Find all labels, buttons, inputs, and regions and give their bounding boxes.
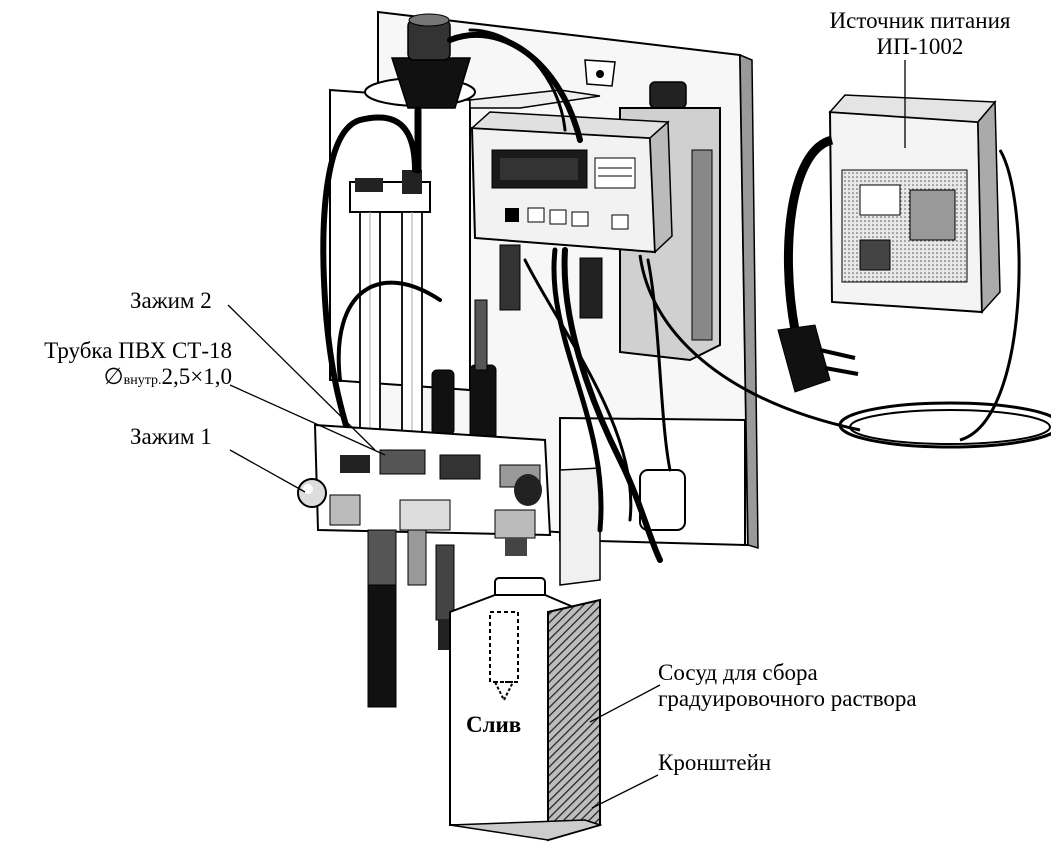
lower-housing: [559, 416, 746, 586]
sensor-cables: [320, 28, 672, 563]
vessel-title: Сосуд для сбора: [658, 660, 818, 685]
bracket-label: Кронштейн: [658, 750, 772, 775]
diameter-subscript: внутр.: [123, 373, 162, 388]
vessel-label: Сосуд для сбора градуировочного раствора: [658, 660, 917, 712]
power-supply-box: [828, 94, 1001, 314]
pvc-tube-title: Трубка ПВХ СТ-18: [44, 338, 232, 363]
flow-manifold: [313, 423, 552, 556]
clamp1-label: Зажим 1: [130, 424, 212, 449]
clamp2-label: Зажим 2: [130, 288, 212, 313]
power-source-label: Источник питания ИП-1002: [800, 8, 1040, 60]
controller-unit: [470, 111, 673, 254]
pvc-tube-diameter: ∅внутр.2,5×1,0: [0, 364, 232, 394]
power-source-model: ИП-1002: [876, 34, 964, 59]
electrodes: [431, 244, 603, 441]
collection-vessel: [449, 577, 603, 842]
pvc-tube-label: Трубка ПВХ СТ-18 ∅внутр.2,5×1,0: [0, 338, 232, 394]
drain-label: Слив: [466, 712, 522, 737]
funnel: [390, 13, 472, 109]
power-cables: [638, 135, 1051, 449]
power-source-title: Источник питания: [829, 8, 1011, 33]
glass-columns: [349, 170, 431, 443]
vessel-subtitle: градуировочного раствора: [658, 686, 917, 711]
clamp1-knob: [297, 478, 327, 508]
diameter-value: 2,5×1,0: [161, 364, 232, 389]
leader-lines: [227, 60, 906, 809]
power-plug: [777, 324, 859, 393]
lower-tubes: [367, 529, 455, 708]
diameter-symbol: ∅: [103, 364, 124, 389]
